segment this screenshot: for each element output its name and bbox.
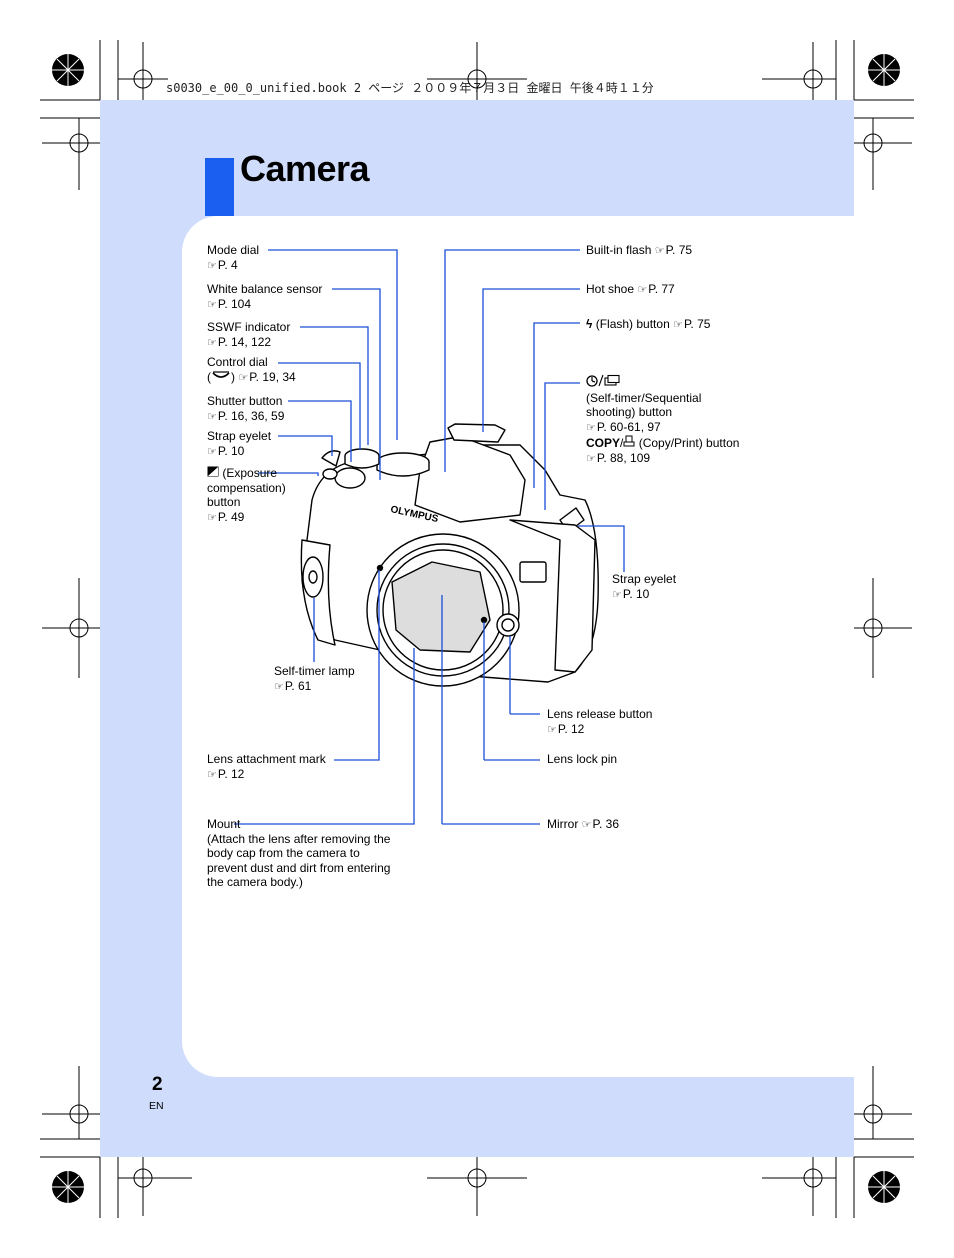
print-icon — [623, 435, 635, 447]
page-ref: P. 49 — [207, 510, 244, 526]
page-ref: P. 36 — [582, 817, 619, 833]
flash-icon: ϟ — [586, 317, 593, 331]
label-mirror: Mirror P. 36 — [547, 817, 619, 833]
self-timer-sequential-icon — [586, 374, 620, 387]
language-code: EN — [149, 1100, 164, 1112]
exposure-compensation-icon — [207, 466, 219, 477]
label-strap-eyelet-right: Strap eyelet P. 10 — [612, 572, 676, 602]
page-number: 2 — [152, 1074, 163, 1095]
registration-crosshair-icon — [42, 42, 912, 1216]
page-ref: P. 16, 36, 59 — [207, 409, 285, 425]
page-ref: P. 4 — [207, 258, 238, 274]
label-sswf-indicator: SSWF indicator P. 14, 122 — [207, 320, 290, 350]
page-ref: P. 10 — [207, 444, 244, 460]
page-ref: P. 75 — [673, 317, 710, 333]
page-ref: P. 61 — [274, 679, 311, 695]
page-ref: P. 14, 122 — [207, 335, 271, 351]
page-ref: P. 104 — [207, 297, 251, 313]
page-ref: P. 12 — [547, 722, 584, 738]
label-flash-button: ϟ (Flash) button P. 75 — [586, 317, 710, 333]
print-header: s0030_e_00_0_unified.book 2 ページ ２００９年７月３… — [166, 81, 654, 95]
label-mount: Mount (Attach the lens after removing th… — [207, 817, 391, 889]
page-ref: P. 88, 109 — [586, 451, 650, 467]
label-self-timer-lamp: Self-timer lamp P. 61 — [274, 664, 355, 694]
page-ref: P. 77 — [637, 282, 674, 298]
copy-text: COPY — [586, 436, 621, 450]
label-control-dial: Control dial () P. 19, 34 — [207, 355, 296, 385]
label-white-balance-sensor: White balance sensor P. 104 — [207, 282, 322, 312]
label-strap-eyelet-left: Strap eyelet P. 10 — [207, 429, 271, 459]
label-built-in-flash: Built-in flash P. 75 — [586, 243, 692, 259]
page-ref: P. 10 — [612, 587, 649, 603]
section-marker — [205, 158, 234, 216]
label-mode-dial: Mode dial P. 4 — [207, 243, 259, 273]
label-lens-lock-pin: Lens lock pin — [547, 752, 618, 766]
dial-icon — [212, 370, 230, 378]
page-ref: P. 12 — [207, 767, 244, 783]
label-exposure-compensation: (Exposure compensation) button P. 49 — [207, 466, 286, 525]
page-ref: P. 19, 34 — [238, 370, 296, 386]
page-ref: P. 60-61, 97 — [586, 420, 661, 436]
label-lens-attachment-mark: Lens attachment mark P. 12 — [207, 752, 326, 782]
page-ref: P. 75 — [655, 243, 692, 259]
label-shutter-button: Shutter button P. 16, 36, 59 — [207, 394, 284, 424]
label-self-timer-button: (Self-timer/Sequential shooting) button … — [586, 374, 739, 466]
label-hot-shoe: Hot shoe P. 77 — [586, 282, 675, 298]
registration-sunburst-icon — [52, 54, 900, 1203]
label-lens-release-button: Lens release button P. 12 — [547, 707, 652, 737]
page-title: Camera — [240, 148, 370, 189]
